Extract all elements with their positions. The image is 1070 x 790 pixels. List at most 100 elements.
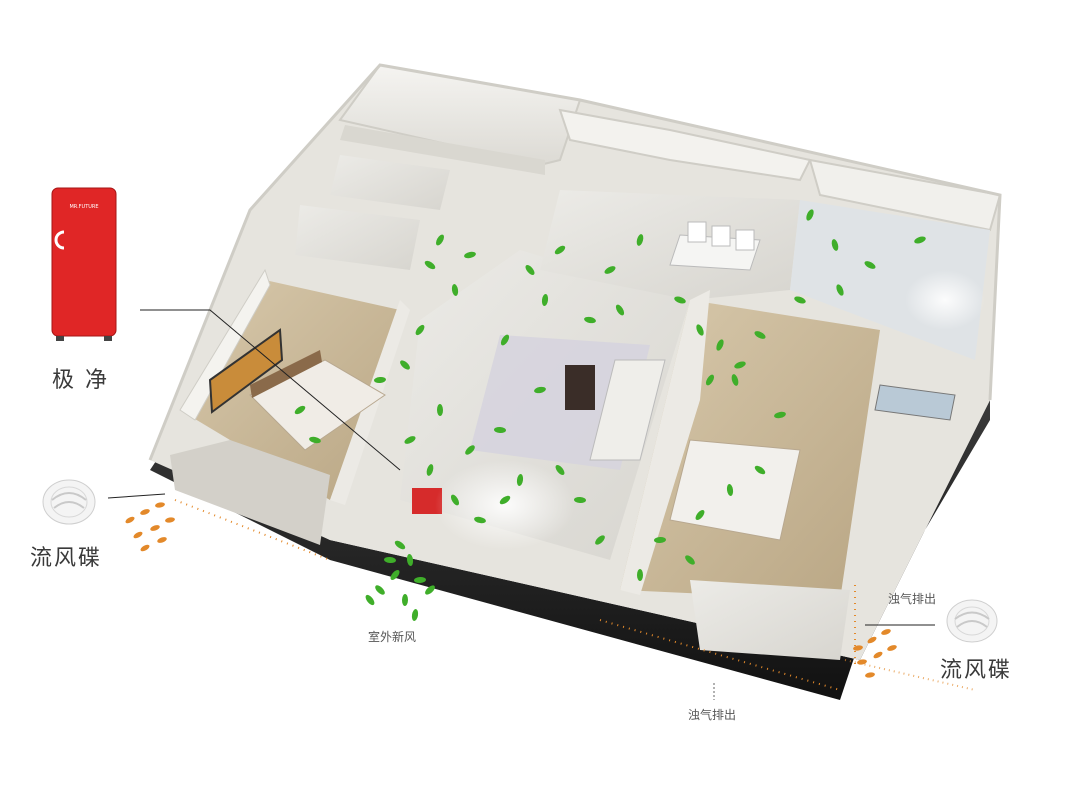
- orange-leaf: [881, 629, 891, 635]
- green-leaf: [390, 570, 400, 580]
- green-leaf: [365, 594, 375, 606]
- green-leaf: [654, 536, 666, 544]
- bedroom-right-wall: [620, 290, 710, 595]
- green-leaf: [696, 324, 704, 336]
- green-leaf: [401, 594, 409, 606]
- green-leaf: [595, 535, 605, 545]
- green-leaf: [774, 411, 786, 419]
- callout-line-disc-left: [107, 493, 166, 499]
- green-leaf: [726, 484, 734, 496]
- green-leaf: [384, 556, 396, 564]
- sofa: [589, 359, 666, 461]
- green-leaf: [465, 445, 475, 455]
- green-leaf: [436, 404, 444, 416]
- green-leaf: [500, 334, 510, 346]
- callout-line-fridge: [140, 309, 401, 471]
- orange-leaf: [133, 531, 143, 539]
- orange-leaf: [873, 651, 883, 659]
- orange-leaf: [140, 509, 150, 515]
- coffee-table: [565, 365, 595, 410]
- green-leaf: [794, 296, 806, 304]
- orange-leaf: [150, 525, 160, 531]
- green-leaf: [400, 360, 410, 370]
- green-leaf: [734, 361, 746, 369]
- green-leaf: [525, 265, 535, 275]
- dining-chair-2: [711, 225, 731, 247]
- green-leaf: [415, 324, 425, 336]
- green-leaf: [615, 304, 625, 316]
- green-leaf: [375, 585, 385, 595]
- orange-leaf: [140, 544, 150, 552]
- green-leaf: [425, 585, 435, 595]
- building-base-edge: [150, 400, 990, 700]
- orange-leaf: [857, 659, 867, 665]
- orange-leaf: [125, 516, 135, 524]
- green-leaf: [426, 464, 434, 476]
- green-leaf: [541, 294, 549, 306]
- bathroom-1-floor: [295, 205, 420, 270]
- label-fresh-air: 室外新风: [368, 630, 417, 644]
- liufengdie-device-left: [40, 478, 98, 526]
- orange-leaf: [155, 502, 165, 508]
- dining-chair-1: [687, 221, 707, 243]
- green-leaf: [499, 495, 511, 505]
- green-leaf: [836, 284, 844, 296]
- balcony-right: [874, 384, 956, 421]
- label-jijing: 极 净: [52, 368, 109, 393]
- orange-leaf: [853, 645, 863, 651]
- green-leaf: [864, 261, 876, 269]
- orange-leaf: [887, 645, 897, 651]
- green-leaves-layer: [294, 209, 926, 621]
- green-leaf: [636, 234, 644, 246]
- green-leaf: [406, 554, 414, 566]
- label-liufengdie-left: 流风碟: [30, 546, 103, 571]
- orange-leaf: [867, 636, 877, 644]
- dining-chair-3: [735, 229, 755, 251]
- green-leaf: [806, 209, 814, 221]
- disc-fan-icon: [946, 599, 998, 643]
- green-leaf: [831, 239, 839, 251]
- green-leaf: [424, 260, 436, 270]
- fridge-icon: MR.FUTURE: [51, 187, 117, 341]
- green-leaf: [716, 339, 724, 351]
- green-leaf: [436, 234, 444, 246]
- green-leaf: [685, 555, 695, 565]
- green-leaf: [695, 509, 705, 521]
- green-leaf: [451, 284, 459, 296]
- liufengdie-device-right: [944, 598, 1000, 644]
- green-leaf: [574, 496, 586, 504]
- label-exhaust-right: 浊气排出: [888, 592, 937, 606]
- green-leaf: [404, 436, 416, 444]
- green-leaf: [394, 540, 406, 550]
- wall-back-dining: [558, 108, 812, 182]
- green-leaf: [674, 296, 686, 304]
- green-leaf: [474, 516, 486, 524]
- orange-leaf: [165, 517, 175, 523]
- green-leaf: [309, 436, 321, 444]
- green-leaf: [534, 386, 546, 394]
- fridge-brand-text: MR.FUTURE: [69, 204, 98, 210]
- green-leaf: [411, 609, 419, 621]
- bathroom-2-floor: [330, 155, 450, 210]
- green-leaf: [914, 236, 926, 244]
- disc-fan-icon: [42, 479, 96, 525]
- orange-leaf: [865, 672, 875, 678]
- green-leaf: [705, 374, 715, 386]
- fridge-device: MR.FUTURE: [50, 186, 118, 342]
- green-leaf: [731, 374, 739, 386]
- label-liufengdie-right: 流风碟: [940, 658, 1013, 683]
- bathroom-3-floor: [690, 580, 850, 660]
- green-leaf: [555, 464, 565, 476]
- green-leaf: [516, 474, 524, 486]
- green-leaf: [294, 405, 306, 415]
- orange-leaf: [157, 537, 167, 543]
- green-leaf: [554, 245, 566, 255]
- green-leaf: [754, 465, 766, 475]
- balcony-floor: [170, 440, 330, 545]
- green-leaf: [414, 576, 426, 584]
- airflow-dots-left: [174, 499, 331, 561]
- orange-leaves-layer: [125, 502, 897, 678]
- green-leaf: [494, 426, 506, 434]
